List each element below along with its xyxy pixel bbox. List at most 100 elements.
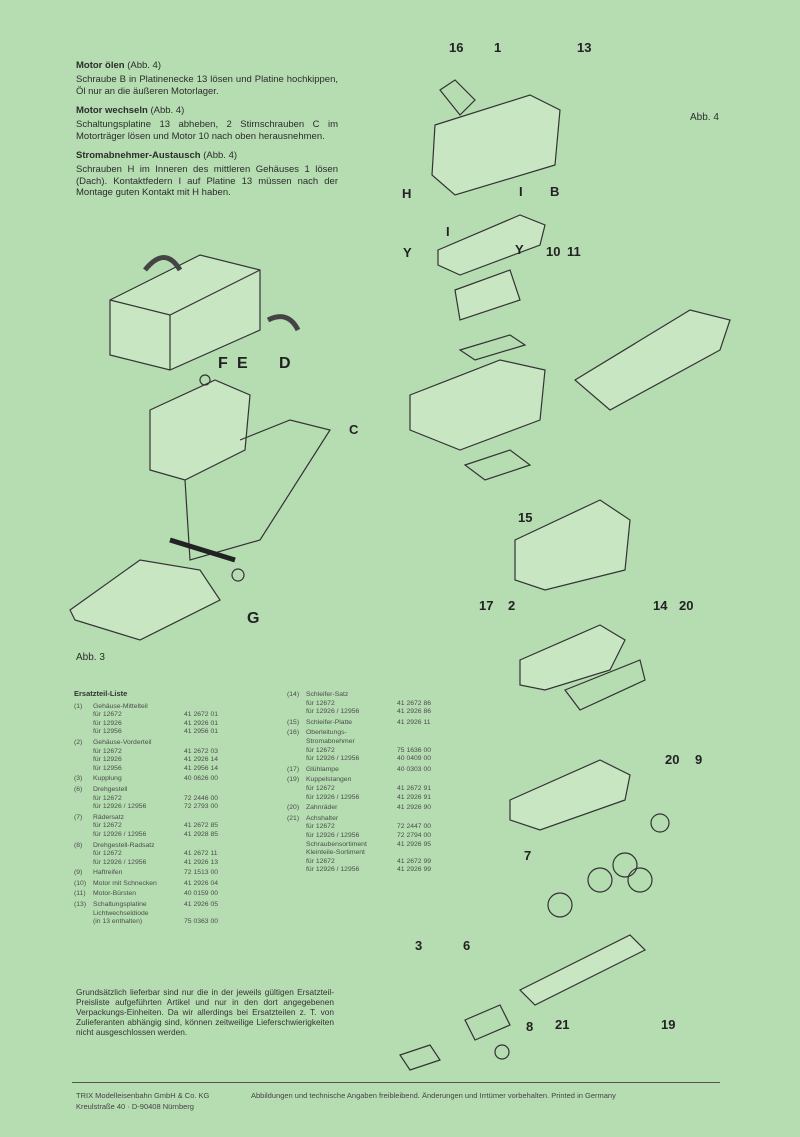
part-name: für 12672 [93,711,122,719]
part-name: Stromabnehmer [306,737,355,745]
parts-row: (19) Kuppelstangen [287,776,477,785]
parts-row: (in 13 enthalten)75 0363 00 [74,918,264,927]
part-name: Glühlampe [306,765,339,773]
company-address: Kreulstraße 40 · D-90408 Nürnberg [76,1102,194,1111]
parts-row: (2)Gehäuse-Vorderteil [74,739,264,748]
order-code: 41 2926 99 [397,866,432,874]
part-name: Motor mit Schnecken [93,879,157,887]
label-13: 13 [577,40,592,55]
parts-row: (6)Drehgestell [74,786,264,795]
label-2: 2 [508,598,516,613]
part-name: für 12956 [93,764,122,772]
order-code: 41 2672 91 [397,784,432,792]
part-name: für 12672 [306,746,335,754]
order-code [184,814,264,823]
label-20: 20 [665,752,680,767]
order-code: 41 2926 91 [397,793,432,801]
label-11: 11 [567,244,581,259]
label-16: 16 [449,40,464,55]
order-code [397,849,477,858]
part-number [74,831,93,840]
part-name: für 12672 [306,784,335,792]
order-code: 40 0626 00 [184,775,219,783]
part-name: Kleinteile-Sortiment [306,849,365,857]
part-number [287,785,306,794]
section-ref: (Abb. 4) [203,150,238,161]
part-number [74,822,93,831]
order-code: 41 2672 03 [184,747,219,755]
part-name: Kuppelstangen [306,776,352,784]
part-name: für 12926 / 12956 [306,831,360,839]
section-motor-wechseln: Motor wechseln (Abb. 4) Schaltungsplatin… [76,105,338,142]
order-code: 41 2672 86 [397,699,432,707]
label-9: 9 [695,752,703,767]
order-code [184,842,264,851]
order-code: 41 2672 01 [184,711,219,719]
part-number: (9) [74,869,83,877]
part-name: für 12926 / 12956 [306,793,360,801]
label-Y: Y [515,242,524,257]
order-code: 41 2926 01 [184,719,219,727]
part-number: (7) [74,813,83,821]
footer-divider [72,1082,720,1083]
part-number [287,841,306,850]
order-code: 41 2926 86 [397,708,432,716]
label-21: 21 [555,1017,570,1032]
part-name: für 12926 / 12956 [306,755,360,763]
part-name: Achshalter [306,814,339,822]
part-number [287,738,306,747]
part-name: für 12926 [93,719,122,727]
part-number: (17) [287,765,300,773]
company-name: TRIX Modelleisenbahn GmbH & Co. KG [76,1091,210,1100]
part-name: für 12926 / 12956 [306,708,360,716]
part-number [287,700,306,709]
part-name: für 12926 [93,756,122,764]
order-code: 72 1513 00 [184,869,219,877]
label-I: I [519,184,523,199]
part-name: Schleifer-Platte [306,718,353,726]
part-number [74,850,93,859]
part-name: Rädersatz [93,813,124,821]
label-D: D [279,355,291,372]
part-number [74,756,93,765]
order-code: 40 0159 00 [184,890,219,898]
parts-row: für 12672 41 2672 91 [287,785,477,794]
part-name: Drehgestell-Radsatz [93,841,155,849]
part-number: (14) [287,691,300,698]
part-number: (6) [74,785,83,793]
order-code: 41 2926 14 [184,756,219,764]
parts-row: (7) Rädersatz [74,814,264,823]
order-code: 75 0363 00 [184,918,219,926]
parts-row: für 12926 / 12956 41 2926 99 [287,866,477,875]
part-number [74,748,93,757]
part-number [287,858,306,867]
label-7: 7 [524,848,532,863]
part-number [74,711,93,720]
part-number: (19) [287,776,300,784]
footer-disclaimer: Abbildungen und technische Angaben freib… [251,1091,616,1100]
order-code [184,910,264,919]
label-I: I [446,224,450,239]
abb4-exploded-drawing [399,79,731,1071]
section-stromabnehmer: Stromabnehmer-Austausch (Abb. 4) Schraub… [76,150,338,199]
instructions: Motor ölen (Abb. 4) Schraube B in Platin… [76,60,338,207]
label-C: C [349,422,359,437]
part-name: für 12926 / 12956 [306,866,360,874]
section-text: Schaltungsplatine 13 abheben, 2 Stirnsch… [76,119,338,142]
parts-row: für 12926 / 12956 41 2926 86 [287,708,477,717]
part-name: für 12672 [93,850,122,858]
section-title: Stromabnehmer-Austausch [76,150,201,161]
section-text: Schrauben H im Inneren des mittleren Geh… [76,164,338,198]
label-H: H [402,186,412,201]
part-number [74,795,93,804]
